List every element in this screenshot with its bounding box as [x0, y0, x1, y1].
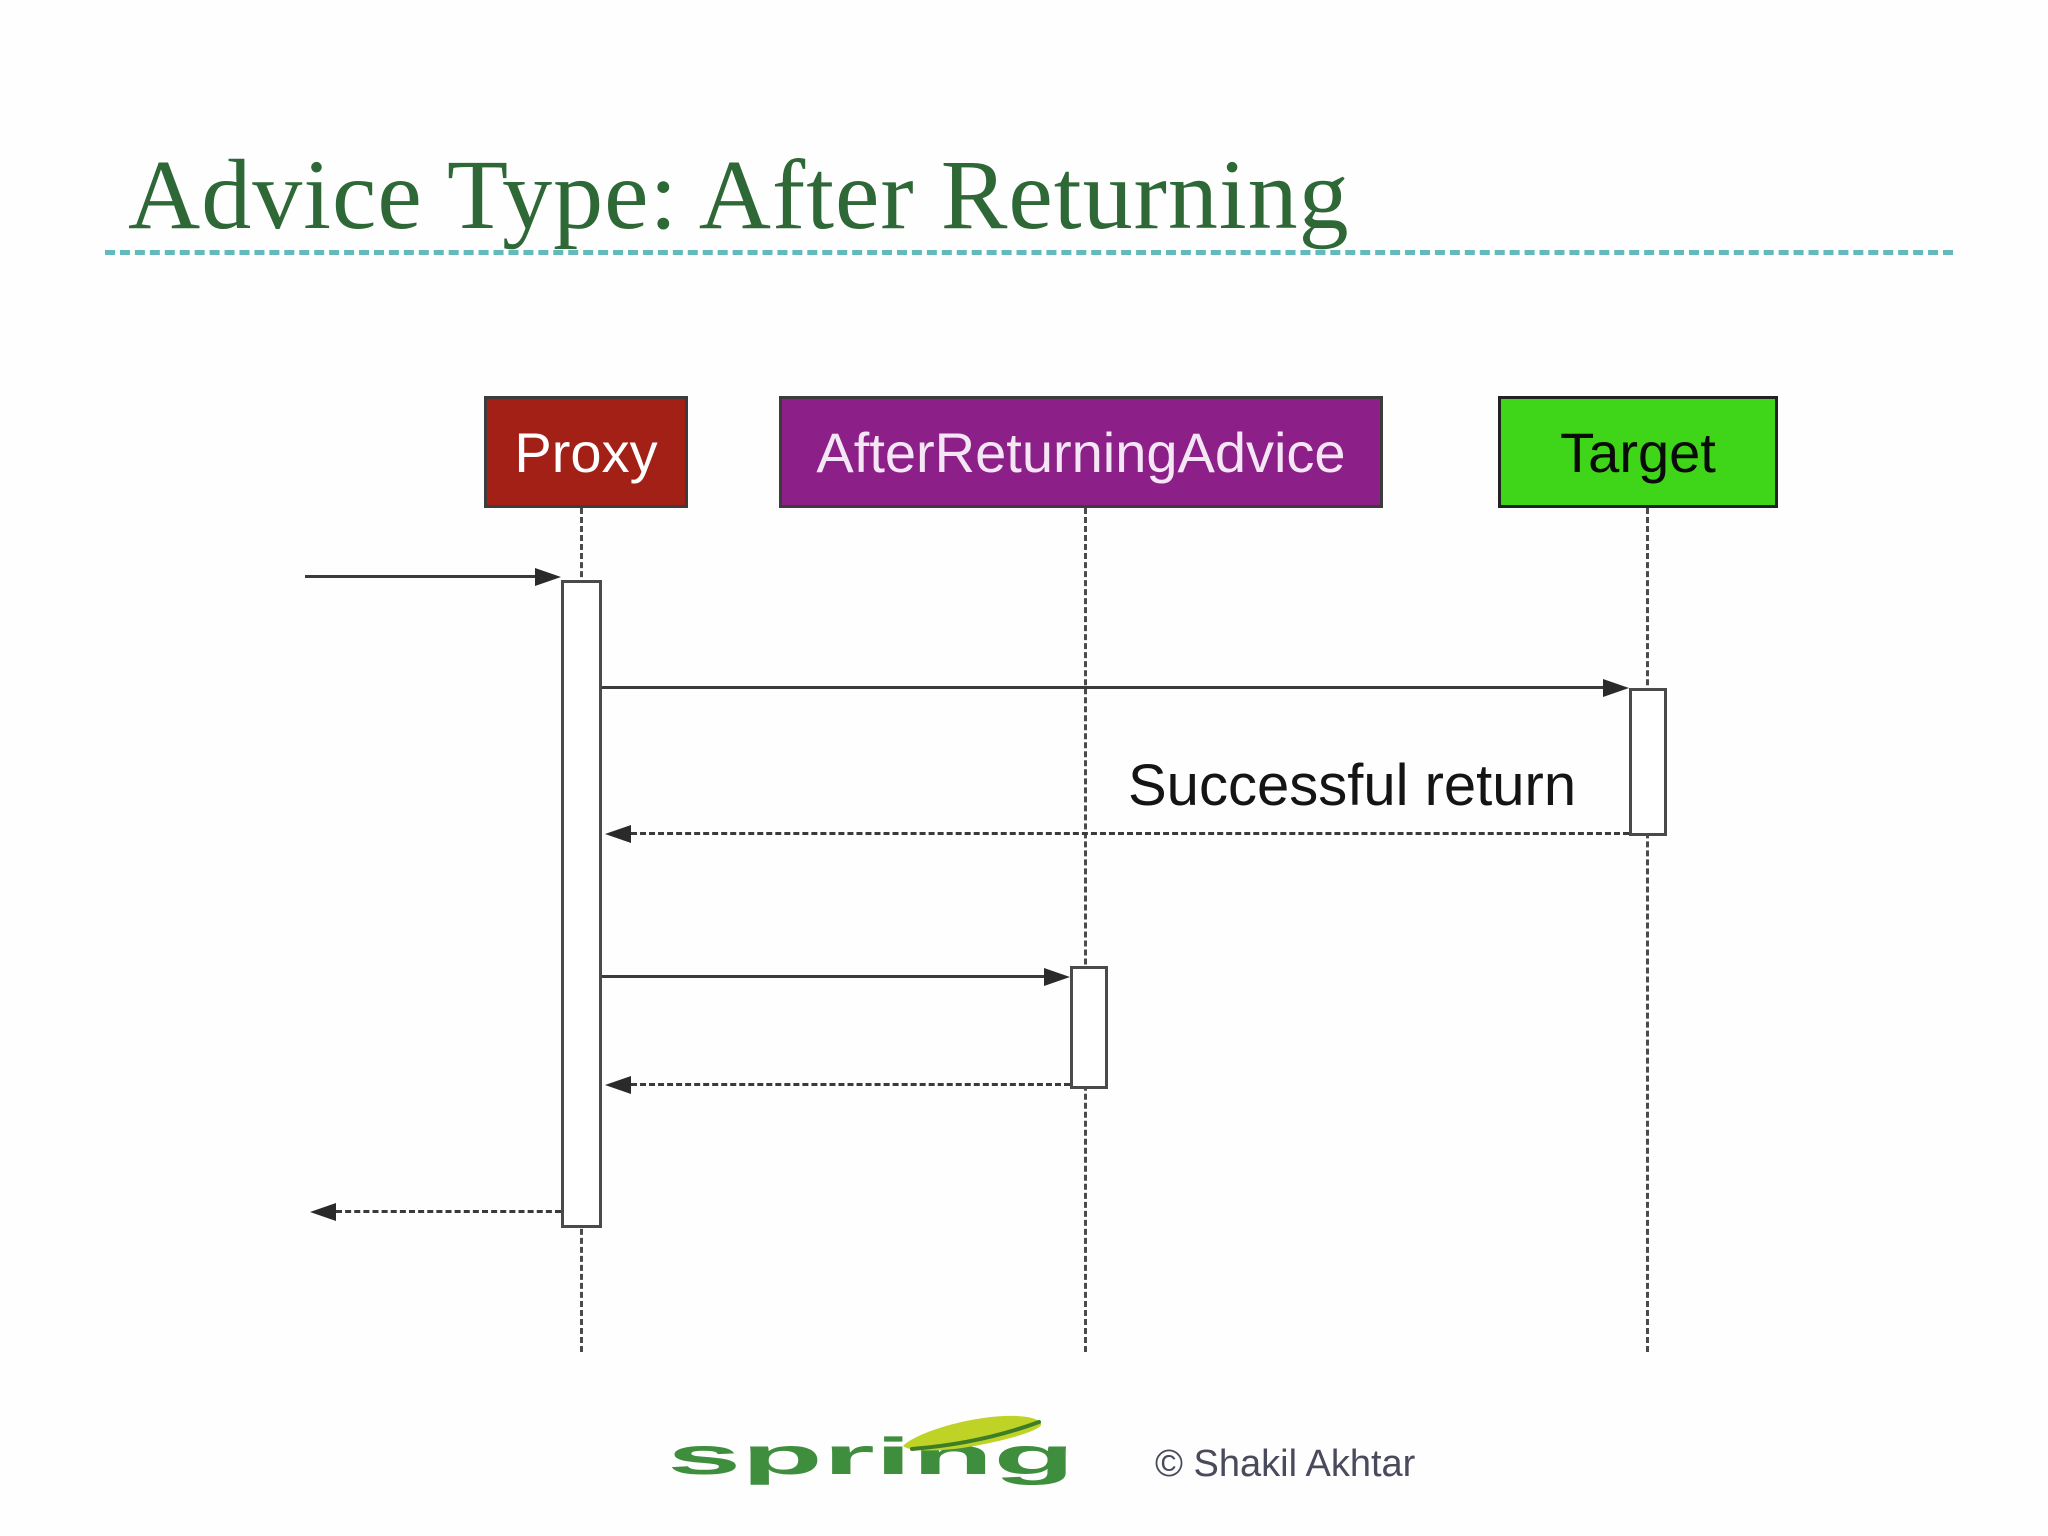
message-successful-return-line — [631, 832, 1629, 835]
spring-logo: spring — [667, 1415, 1075, 1486]
spring-leaf-icon — [903, 1415, 1042, 1451]
activation-after-returning-advice — [1070, 966, 1108, 1089]
spring-leaf-vein-icon — [910, 1420, 1041, 1451]
actor-label-proxy: Proxy — [514, 420, 658, 484]
page-title: Advice Type: After Returning — [128, 139, 1350, 250]
arrowhead-right-icon — [1044, 968, 1070, 986]
message-label-successful-return: Successful return — [1128, 753, 1577, 818]
arrowhead-left-icon — [605, 1076, 631, 1094]
actor-label-after-returning-advice: AfterReturningAdvice — [816, 420, 1346, 484]
message-advice-return-line — [631, 1083, 1070, 1086]
arrowhead-right-icon — [535, 568, 561, 586]
arrowhead-right-icon — [1603, 679, 1629, 697]
lifeline-target — [1646, 508, 1649, 1352]
message-call-proxy-line — [305, 575, 535, 578]
copyright-text: © Shakil Akhtar — [1155, 1443, 1416, 1485]
message-proxy-to-advice-line — [602, 975, 1044, 978]
actor-label-target: Target — [1560, 420, 1716, 484]
actor-box-after-returning-advice: AfterReturningAdvice — [779, 396, 1383, 508]
arrowhead-left-icon — [605, 825, 631, 843]
message-final-return-line — [336, 1210, 561, 1213]
activation-target — [1629, 688, 1667, 836]
title-separator — [105, 250, 1953, 255]
activation-proxy — [561, 580, 602, 1228]
actor-box-proxy: Proxy — [484, 396, 688, 508]
arrowhead-left-icon — [310, 1203, 336, 1221]
message-proxy-to-target-line — [602, 686, 1603, 689]
actor-box-target: Target — [1498, 396, 1778, 508]
lifeline-after-returning-advice — [1084, 508, 1087, 1352]
